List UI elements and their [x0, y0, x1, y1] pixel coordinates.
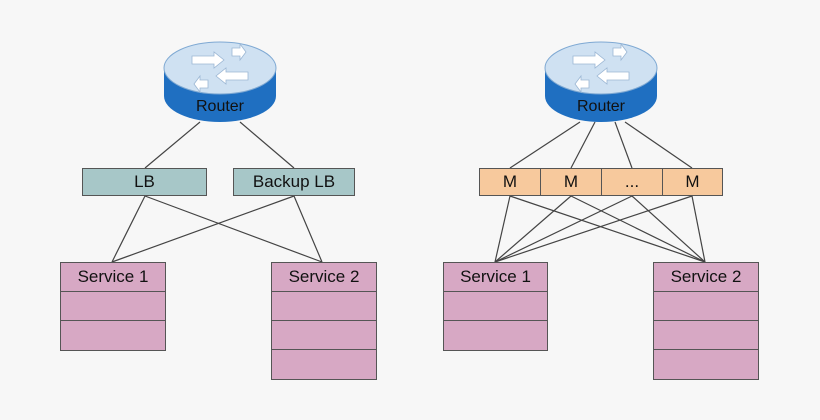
service-2-title: Service 2 [272, 263, 376, 292]
link-m4-service1 [494, 195, 693, 263]
service-2-title: Service 2 [654, 263, 758, 292]
service-row [272, 292, 376, 321]
service-row [654, 292, 758, 321]
link-backup-lb-service1 [111, 195, 295, 263]
service-row [272, 321, 376, 350]
link-router-m2 [570, 121, 596, 169]
m-node-n: M [662, 168, 723, 196]
service-1-title: Service 1 [444, 263, 547, 292]
link-m3-service1 [494, 195, 633, 263]
router-icon [544, 41, 658, 122]
link-m4-service2 [691, 195, 706, 263]
link-lb-service1 [111, 195, 146, 263]
service-2-stack: Service 2 [653, 262, 759, 380]
m-node-2: M [540, 168, 602, 196]
link-router-m4 [624, 121, 693, 169]
service-row [61, 321, 165, 350]
link-lb-service2 [144, 195, 323, 263]
service-row [272, 350, 376, 379]
m-node-1: M [479, 168, 541, 196]
link-backup-lb-service2 [293, 195, 323, 263]
link-router-backup-lb [239, 121, 295, 169]
service-row [654, 321, 758, 350]
link-m3-service2 [631, 195, 706, 263]
backup-lb-box: Backup LB [233, 168, 355, 196]
lb-box: LB [82, 168, 207, 196]
m-node-ellipsis: ... [601, 168, 663, 196]
service-row [654, 350, 758, 379]
router-label: Router [576, 98, 626, 115]
link-m1-service1 [494, 195, 511, 263]
service-2-stack: Service 2 [271, 262, 377, 380]
router-icon [163, 41, 277, 122]
service-1-stack: Service 1 [443, 262, 548, 351]
link-m2-service2 [570, 195, 706, 263]
service-row [444, 321, 547, 350]
service-1-stack: Service 1 [60, 262, 166, 351]
link-m2-service1 [494, 195, 572, 263]
left-router: Router [162, 38, 278, 128]
router-label: Router [195, 98, 245, 115]
link-router-lb [144, 121, 201, 169]
link-m1-service2 [509, 195, 706, 263]
service-row [444, 292, 547, 321]
service-row [61, 292, 165, 321]
service-1-title: Service 1 [61, 263, 165, 292]
link-router-m3 [614, 121, 633, 169]
right-router: Router [543, 38, 659, 128]
link-router-m1 [509, 121, 581, 169]
